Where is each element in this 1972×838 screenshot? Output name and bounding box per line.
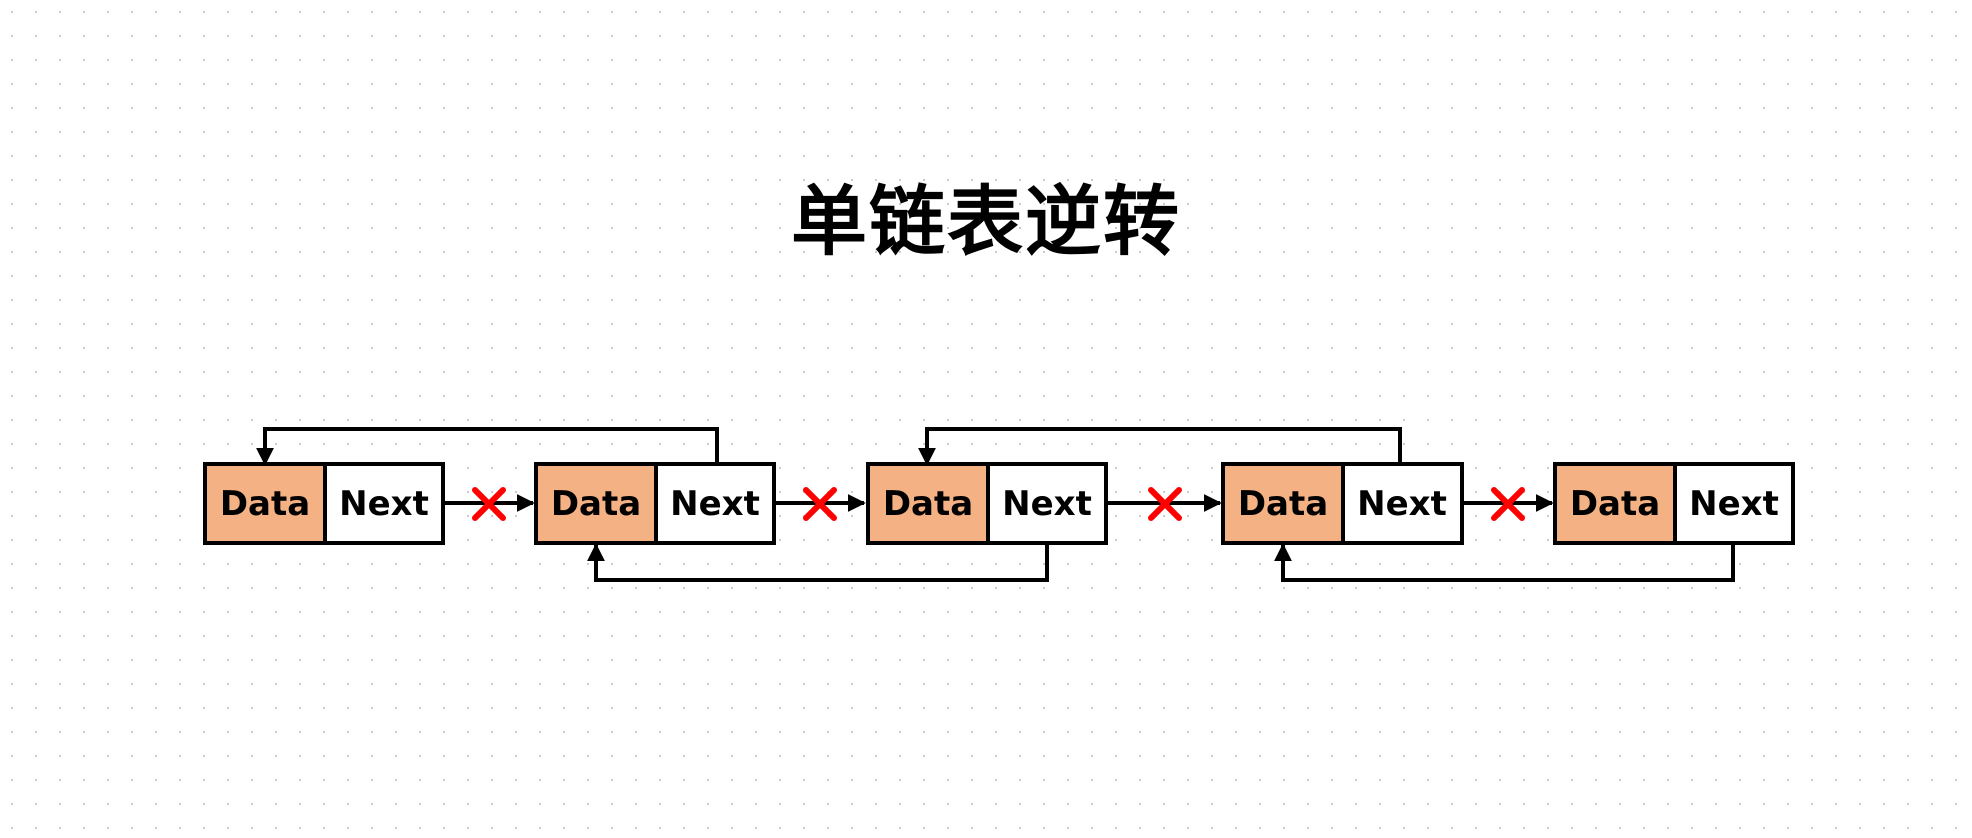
next-cell (1341, 462, 1464, 545)
data-cell (203, 462, 327, 545)
next-label: Next (670, 484, 760, 524)
list-node: Data Next (203, 462, 445, 545)
cross-icon (803, 487, 837, 521)
data-cell (534, 462, 658, 545)
next-cell (1673, 462, 1795, 545)
reversed-link-top-1 (256, 427, 719, 466)
cross-icon (1148, 487, 1182, 521)
reversed-link-bottom-2 (1274, 543, 1735, 582)
data-label: Data (551, 484, 641, 524)
data-label: Data (1238, 484, 1328, 524)
next-cell (323, 462, 445, 545)
next-label: Next (1002, 484, 1092, 524)
data-cell (1221, 462, 1345, 545)
list-node: Data Next (1553, 462, 1795, 545)
cross-marks (472, 487, 1525, 521)
list-node: Data Next (534, 462, 776, 545)
data-cell (866, 462, 990, 545)
next-cell (654, 462, 776, 545)
reversed-link-bottom-1 (587, 543, 1049, 582)
next-cell (986, 462, 1108, 545)
data-label: Data (220, 484, 310, 524)
next-label: Next (1689, 484, 1779, 524)
data-label: Data (883, 484, 973, 524)
data-label: Data (1570, 484, 1660, 524)
reversed-links (256, 427, 1735, 582)
list-node: Data Next (866, 462, 1108, 545)
next-label: Next (1357, 484, 1447, 524)
next-label: Next (339, 484, 429, 524)
reversed-link-top-2 (918, 427, 1402, 466)
cross-icon (1491, 487, 1525, 521)
list-node: Data Next (1221, 462, 1464, 545)
diagram-title: 单链表逆转 (791, 177, 1181, 266)
data-cell (1553, 462, 1677, 545)
cross-icon (472, 487, 506, 521)
